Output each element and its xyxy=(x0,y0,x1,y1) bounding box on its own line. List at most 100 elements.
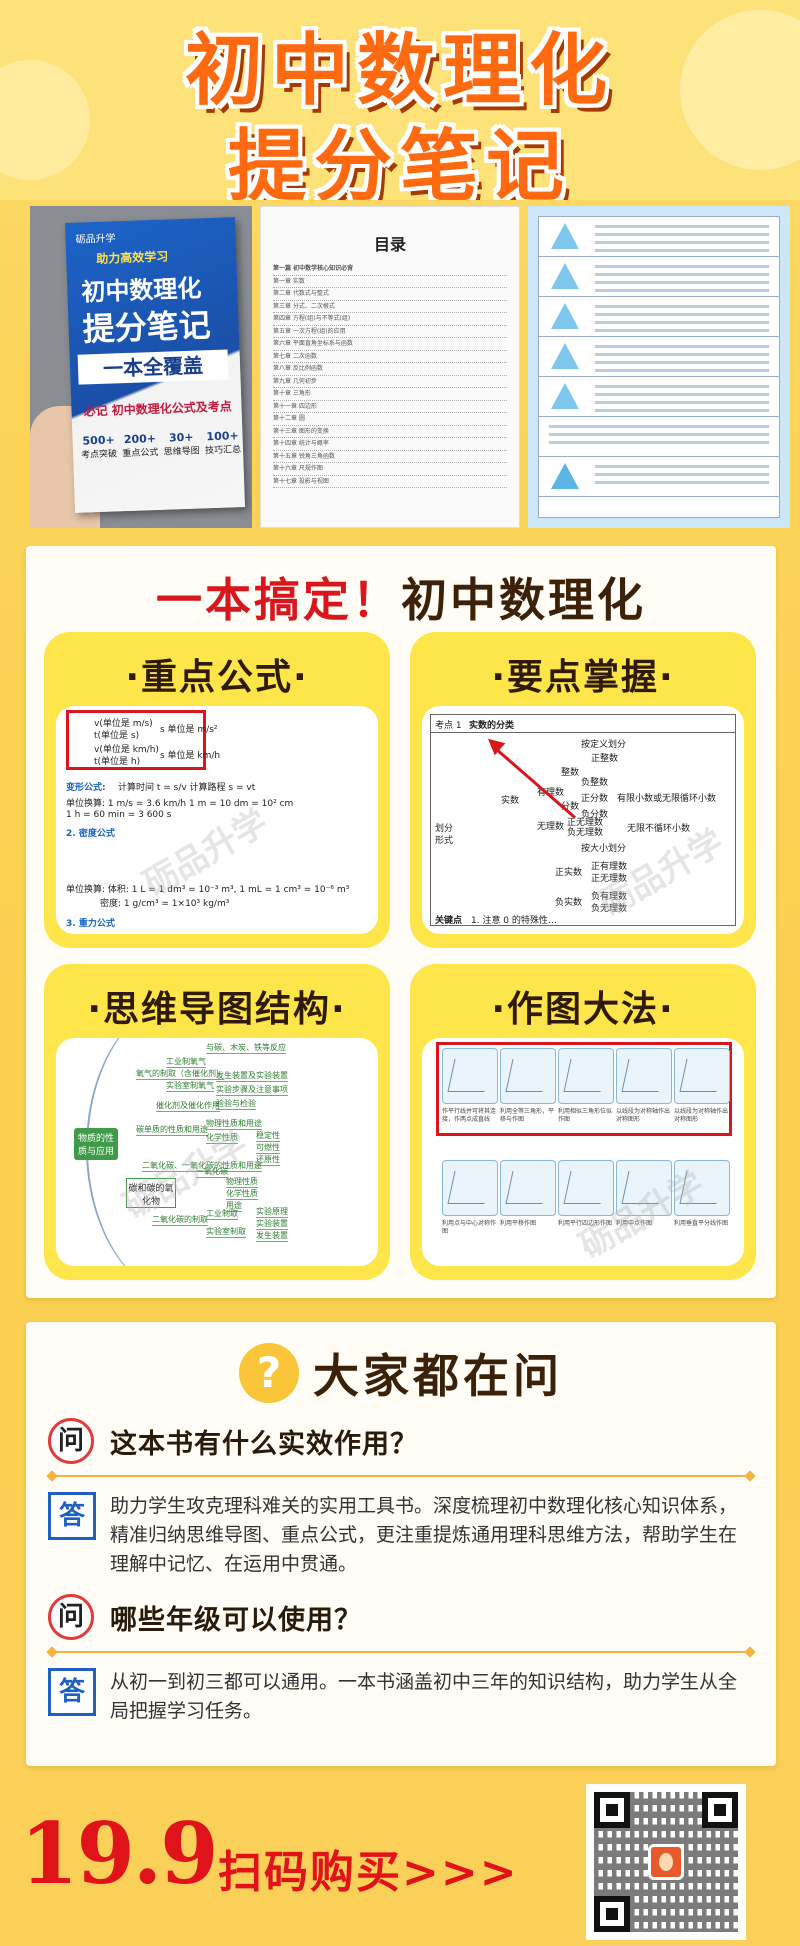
book-band: 一本全覆盖 xyxy=(77,349,229,385)
toc-line: 第二章 代数式与整式 xyxy=(273,288,507,301)
toc-line: 第四章 方程(组)与不等式(组) xyxy=(273,313,507,326)
concept-node: 无限不循环小数 xyxy=(627,824,691,834)
drawing-diagram xyxy=(616,1160,672,1216)
qr-eye-icon xyxy=(594,1896,630,1932)
feature-formulas: ·重点公式· v(单位是 m/s) t(单位是 s) v(单位是 km/h) t… xyxy=(44,632,390,948)
book-stat: 500+考点突破 xyxy=(80,433,118,461)
concept-header: 考点 1 实数的分类 xyxy=(431,715,735,733)
drawing-caption: 利用相似三角形位似作图 xyxy=(558,1108,613,1123)
drawing-diagram xyxy=(674,1048,730,1104)
drawing-preview: 作平行线并可将其连接，作两点成直线利用全等三角形，平移与作图利用相似三角形位似作… xyxy=(422,1038,744,1266)
toc-line: 第六章 平面直角坐标系与函数 xyxy=(273,338,507,351)
drawing-diagram xyxy=(500,1160,556,1216)
book-brand: 砺品升学 xyxy=(75,233,116,246)
toc-line: 第十六章 尺规作图 xyxy=(273,463,507,476)
concept-node: 正分数 xyxy=(581,794,609,804)
concept-node: 正实数 xyxy=(555,868,583,878)
mindmap-node: 用途 xyxy=(226,1201,242,1212)
mindmap-node: 二氧化碳、一氧化碳的性质和用途 xyxy=(142,1161,262,1172)
concept-node: 实数 xyxy=(501,796,520,806)
mindmap-node: 催化剂及催化作用 xyxy=(156,1101,220,1112)
feature-title: ·思维导图结构· xyxy=(87,989,347,1030)
toc-line: 第十四章 统计与概率 xyxy=(273,438,507,451)
toc-line: 第三章 分式、二次根式 xyxy=(273,301,507,313)
concept-node: 正无理数 xyxy=(591,874,628,884)
mindmap-node: 二氧化碳的制取 xyxy=(152,1215,208,1226)
formula-heading: 2. 密度公式 xyxy=(66,829,115,839)
toc-line: 第一篇 初中数学核心知识必背 xyxy=(273,263,507,276)
formula-line: t(单位是 s) xyxy=(94,731,140,741)
drawing-caption: 利用垂直平分线作图 xyxy=(674,1220,729,1227)
concept-node: 分数 xyxy=(561,802,580,812)
toc-line: 第八章 反比例函数 xyxy=(273,363,507,376)
mindmap-root: 物质的性质与应用 xyxy=(74,1128,118,1160)
formula-line: 密度: 1 g/cm³ = 1×10³ kg/m³ xyxy=(100,899,230,909)
page-row xyxy=(539,417,779,457)
drawing-diagram xyxy=(558,1048,614,1104)
formula-unit: s 单位是 km/h xyxy=(160,751,221,761)
mindmap-node: 化学性质 xyxy=(226,1189,258,1200)
question-mark-icon: ? xyxy=(239,1343,299,1403)
faq-question: 问 这本书有什么实效作用？ xyxy=(48,1418,748,1466)
concept-side-label: 形式 xyxy=(435,836,454,846)
qr-eye-icon xyxy=(594,1792,630,1828)
page-row xyxy=(539,217,779,257)
toc-line: 第十二章 圆 xyxy=(273,413,507,426)
toc-line: 第九章 几何初步 xyxy=(273,376,507,388)
formula-line: 计算时间 t = s/v 计算路程 s = vt xyxy=(118,783,256,793)
mindmap-node: 验验与检验 xyxy=(216,1099,256,1110)
formula-heading: 3. 重力公式 xyxy=(66,919,115,929)
table-of-contents-photo: 目录 第一篇 初中数学核心知识必背第一章 实数第二章 代数式与整式第三章 分式、… xyxy=(260,206,520,528)
mindmap-preview: 物质的性质与应用 碳和碳的氧化物 与碳、木炭、铁等反应工业制氧气氧气的制取（含催… xyxy=(56,1038,378,1266)
mindmap-node: 实验室制氧气 xyxy=(166,1081,214,1092)
answer-text: 从初一到初三都可以通用。一本书涵盖初中三年的知识结构，助力学生从全局把握学习任务… xyxy=(110,1671,738,1722)
mindmap-node: 氧气的制取（含催化剂） xyxy=(136,1069,224,1080)
highlight-box xyxy=(66,710,206,770)
concept-node: 正有理数 xyxy=(591,862,628,872)
mindmap-node: 实验步骤及注意事项 xyxy=(216,1085,288,1096)
drawing-diagram xyxy=(674,1160,730,1216)
drawing-diagram xyxy=(442,1048,498,1104)
book-stat: 30+思维导图 xyxy=(163,430,200,458)
concept-node: 负分数 xyxy=(581,810,609,820)
hero-header: 初中数理化 提分笔记 xyxy=(0,0,800,200)
formula-line: v(单位是 m/s) xyxy=(94,719,153,729)
feature-drawing: ·作图大法· 作平行线并可将其连接，作两点成直线利用全等三角形，平移与作图利用相… xyxy=(410,964,756,1280)
feature-title: ·重点公式· xyxy=(125,657,309,698)
hero-title-line-1: 初中数理化 xyxy=(184,26,615,116)
book-stat: 100+技巧汇总 xyxy=(204,429,242,457)
drawing-diagram xyxy=(616,1048,672,1104)
drawing-caption: 利用全等三角形，平移与作图 xyxy=(500,1108,555,1123)
formula-preview: v(单位是 m/s) t(单位是 s) v(单位是 km/h) t(单位是 h)… xyxy=(56,706,378,934)
formula-line: v(单位是 km/h) xyxy=(94,745,159,755)
concept-node: 负实数 xyxy=(555,898,583,908)
price: 19.9 xyxy=(20,1804,219,1903)
toc-line: 第十五章 锐角三角函数 xyxy=(273,451,507,463)
scan-to-buy-label[interactable]: 扫码购买>>> xyxy=(218,1847,519,1898)
qr-code-grid xyxy=(594,1792,738,1932)
highlight-box xyxy=(436,1042,732,1136)
mindmap-node: 发生装置及实验装置 xyxy=(216,1071,288,1082)
toc-line: 第五章 一次方程(组)的应用 xyxy=(273,326,507,338)
drawing-diagram xyxy=(558,1160,614,1216)
toc-list: 第一篇 初中数学核心知识必背第一章 实数第二章 代数式与整式第三章 分式、二次根… xyxy=(273,263,507,488)
mindmap-subnode: 碳和碳的氧化物 xyxy=(126,1178,176,1208)
mindmap-node: 实验装置 xyxy=(256,1219,288,1230)
page-row xyxy=(539,297,779,337)
book-cover-photo: 砺品升学 助力高效学习 初中数理化 提分笔记 一本全覆盖 必记 初中数理化公式及… xyxy=(30,206,252,528)
qr-code[interactable] xyxy=(586,1784,746,1940)
drawing-diagram xyxy=(442,1160,498,1216)
concept-subheading: 按大小划分 xyxy=(581,844,627,854)
feature-title: ·要点掌握· xyxy=(491,657,675,698)
hero-title-line-2: 提分笔记 xyxy=(227,122,572,200)
toc-title: 目录 xyxy=(373,235,406,254)
divider xyxy=(48,1646,756,1658)
concept-node: 正整数 xyxy=(591,754,619,764)
drawing-caption: 利用平移作图 xyxy=(500,1220,537,1227)
formula-line: 单位换算: 体积: 1 L = 1 dm³ = 10⁻³ m³, 1 mL = … xyxy=(66,885,350,895)
faq-card: ?大家都在问 问 这本书有什么实效作用？ 答 助力学生攻克理科难关的实用工具书。… xyxy=(26,1322,776,1766)
answer-text: 助力学生攻克理科难关的实用工具书。深度梳理初中数理化核心知识体系，精准归纳思维导… xyxy=(110,1495,738,1575)
book-subtitle: 必记 初中数理化公式及考点 xyxy=(83,399,232,419)
mindmap-node: 稳定性 xyxy=(256,1131,280,1142)
concept-key-label: 关键点 xyxy=(435,916,463,926)
